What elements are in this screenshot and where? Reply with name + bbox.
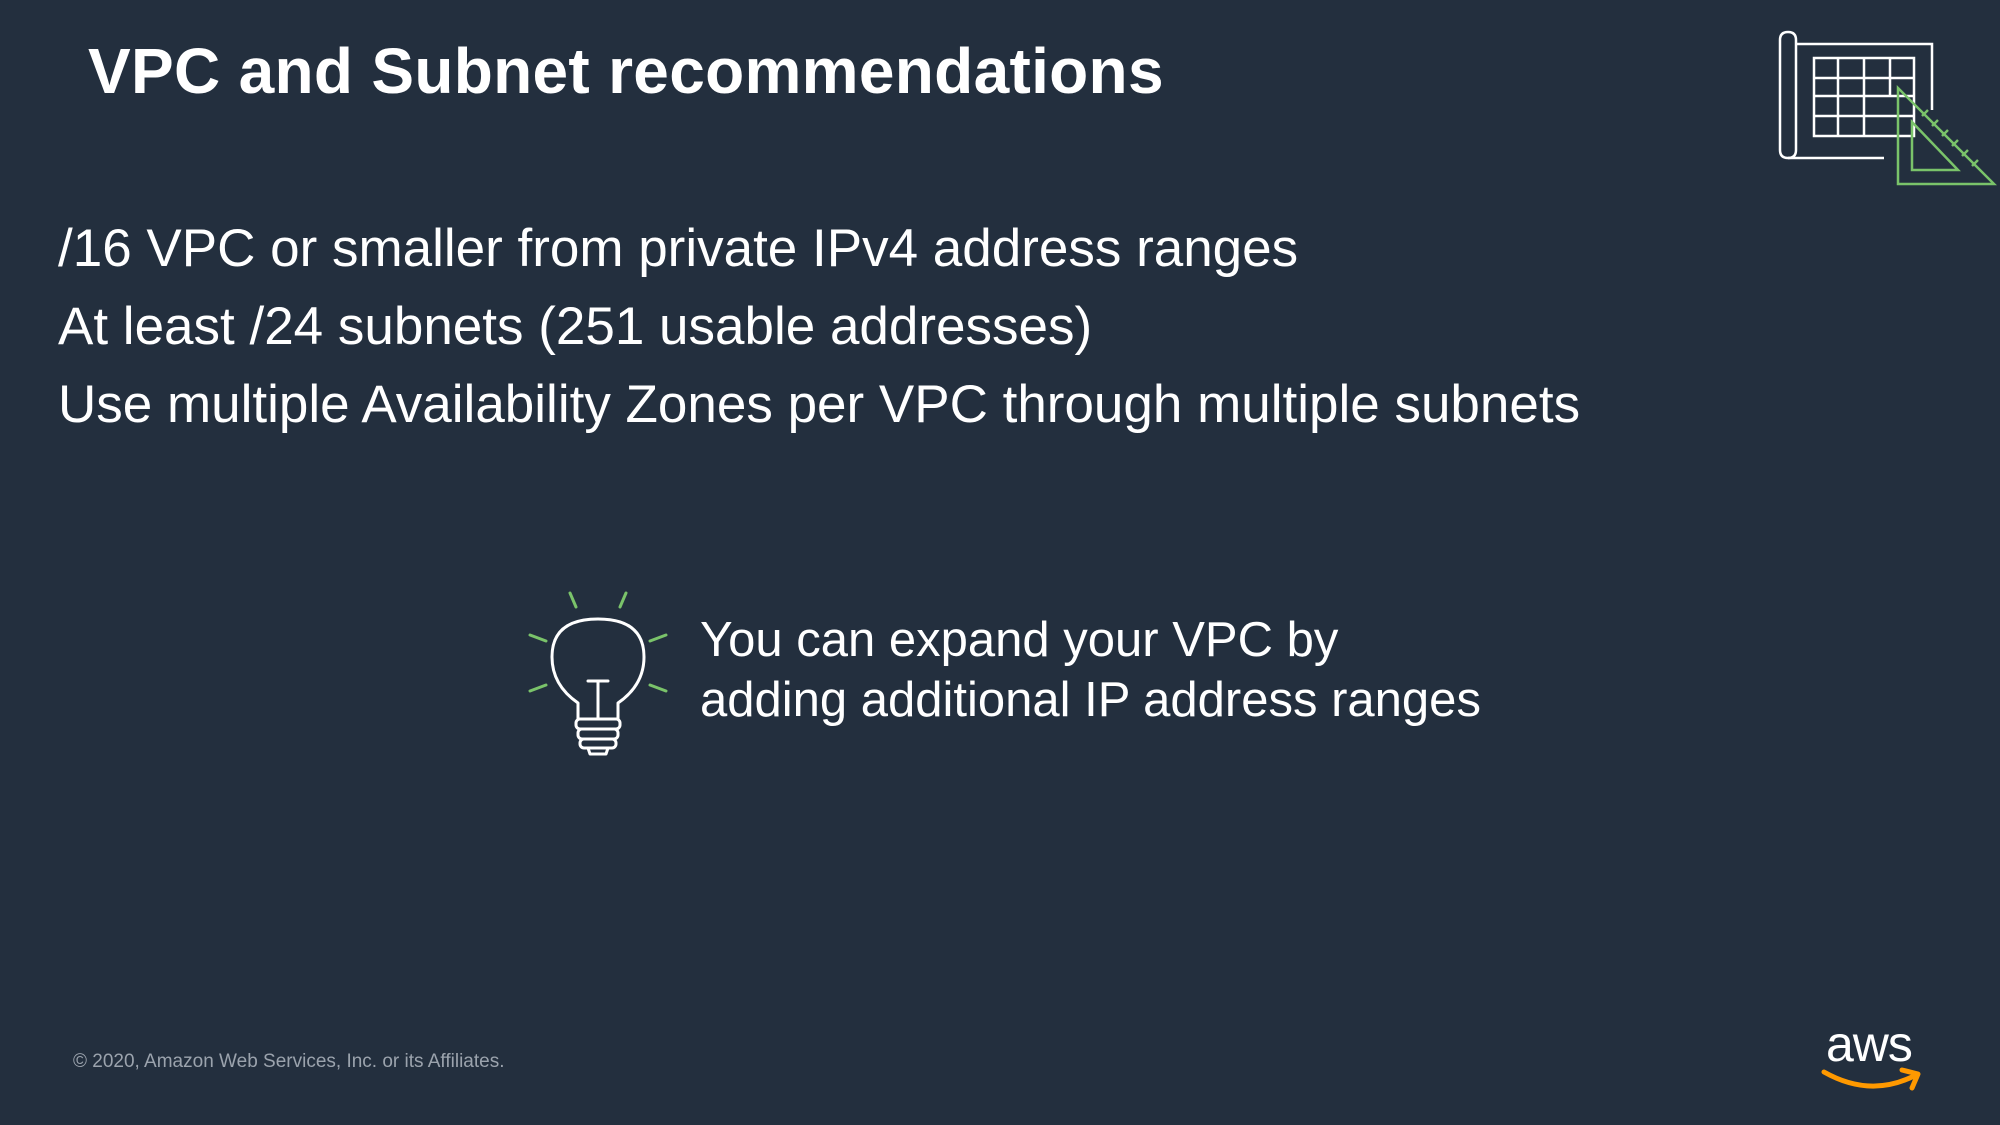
tip-text: You can expand your VPC by adding additi… — [700, 610, 1481, 730]
tip-callout: You can expand your VPC by adding additi… — [520, 585, 1520, 760]
recommendation-list: /16 VPC or smaller from private IPv4 add… — [58, 210, 1580, 444]
copyright-notice: © 2020, Amazon Web Services, Inc. or its… — [73, 1051, 505, 1072]
tip-line-2: adding additional IP address ranges — [700, 673, 1481, 727]
list-item: /16 VPC or smaller from private IPv4 add… — [58, 219, 1299, 278]
slide-title: VPC and Subnet recommendations — [88, 35, 1164, 107]
list-item: Use multiple Availability Zones per VPC … — [58, 375, 1581, 434]
tip-line-1: You can expand your VPC by — [700, 613, 1339, 667]
aws-logo-text: aws — [1826, 1016, 1913, 1072]
aws-logo: aws — [1820, 1016, 1930, 1092]
blueprint-icon — [1778, 30, 1997, 186]
lightbulb-icon — [528, 591, 668, 756]
list-item: At least /24 subnets (251 usable address… — [58, 297, 1093, 356]
aws-smile-icon — [1821, 1067, 1921, 1091]
